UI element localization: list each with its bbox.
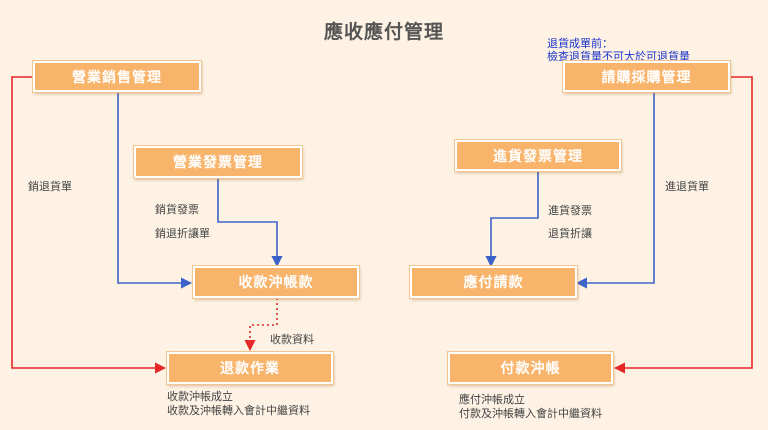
node-payment-offset: 付款沖帳 bbox=[448, 352, 613, 384]
node-payable-request: 應付請款 bbox=[410, 266, 577, 298]
node-refund-operation: 退款作業 bbox=[167, 352, 333, 384]
return-check-note-line-1: 退貨成單前： bbox=[547, 37, 613, 50]
node-purchase-invoice-management: 進貨發票管理 bbox=[455, 140, 621, 171]
edge-label-receipt-data: 收款資料 bbox=[270, 333, 314, 346]
edge-label-purchase-return: 進退貨單 bbox=[665, 180, 709, 193]
connector-sales-return-to-refund bbox=[11, 76, 167, 374]
caption-payment-line-1: 應付沖帳成立 bbox=[459, 393, 525, 406]
connector-purchase-to-payable bbox=[575, 92, 655, 289]
caption-payment-line-2: 付款及沖帳轉入會計中繼資料 bbox=[459, 407, 602, 420]
caption-refund-line-1: 收款沖帳成立 bbox=[167, 390, 233, 403]
edge-label-sales-invoice: 銷貨發票 bbox=[155, 203, 199, 216]
edge-label-purchase-invoice: 進貨發票 bbox=[548, 204, 592, 217]
node-receipt-offset: 收款沖帳款 bbox=[193, 266, 359, 298]
connector-purchase-invoice-to-payable bbox=[485, 171, 539, 268]
connector-receipt-to-refund bbox=[244, 298, 278, 352]
connector-sales-to-receipt bbox=[117, 92, 193, 289]
node-purchase-management: 請購採購管理 bbox=[563, 61, 730, 92]
return-check-note-line-2: 檢查退貨量不可大於可退貨量 bbox=[547, 50, 690, 63]
node-sales-management: 營業銷售管理 bbox=[33, 61, 201, 92]
connector-purchase-return-to-payment bbox=[613, 76, 753, 374]
caption-refund-line-2: 收款及沖帳轉入會計中繼資料 bbox=[167, 404, 310, 417]
node-sales-invoice-management: 營業發票管理 bbox=[134, 146, 302, 178]
edge-label-return-allowance: 退貨折讓 bbox=[548, 227, 592, 240]
page-title: 應收應付管理 bbox=[323, 21, 444, 43]
edge-label-sales-return: 銷退貨單 bbox=[28, 180, 72, 193]
edge-label-sales-allowance: 銷退折讓單 bbox=[155, 227, 210, 240]
connector-sales-invoice-to-receipt bbox=[217, 178, 283, 268]
